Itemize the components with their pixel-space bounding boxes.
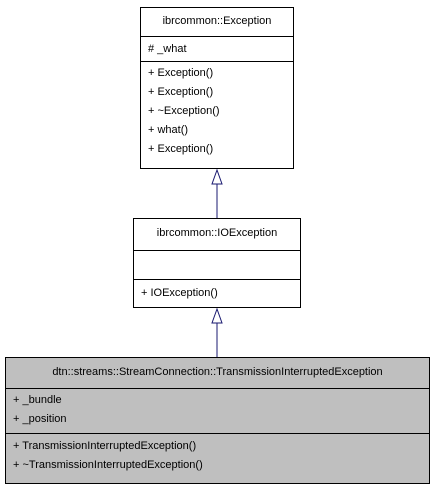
class-name: dtn::streams::StreamConnection::Transmis… bbox=[52, 366, 383, 378]
edge-ioexception-to-exception bbox=[211, 168, 223, 218]
class-name-section: dtn::streams::StreamConnection::Transmis… bbox=[6, 358, 429, 388]
operations-section: + Exception() + Exception() + ~Exception… bbox=[141, 61, 293, 168]
attributes-section: + _bundle + _position bbox=[6, 388, 429, 433]
class-box-exception[interactable]: ibrcommon::Exception # _what + Exception… bbox=[140, 7, 294, 169]
class-name-section: ibrcommon::IOException bbox=[134, 219, 300, 250]
operation: + what() bbox=[148, 124, 189, 136]
attribute: # _what bbox=[148, 43, 187, 55]
edge-transmission-to-ioexception bbox=[211, 307, 223, 357]
inheritance-arrowhead-icon bbox=[211, 307, 223, 324]
attributes-section: # _what bbox=[141, 36, 293, 61]
class-name-section: ibrcommon::Exception bbox=[141, 8, 293, 36]
operation: + Exception() bbox=[148, 86, 214, 98]
inheritance-arrowhead-icon bbox=[211, 168, 223, 185]
operation: + IOException() bbox=[141, 287, 218, 299]
operation: + ~TransmissionInterruptedException() bbox=[13, 459, 203, 471]
operation: + Exception() bbox=[148, 67, 214, 79]
class-box-ioexception[interactable]: ibrcommon::IOException + IOException() bbox=[133, 218, 301, 308]
attribute: + _position bbox=[13, 413, 67, 425]
attribute: + _bundle bbox=[13, 394, 62, 406]
operations-section: + IOException() bbox=[134, 279, 300, 307]
operation: + TransmissionInterruptedException() bbox=[13, 440, 197, 452]
operation: + Exception() bbox=[148, 143, 214, 155]
attributes-section bbox=[134, 250, 300, 279]
class-name: ibrcommon::IOException bbox=[156, 227, 278, 239]
class-box-transmission-interrupted-exception[interactable]: dtn::streams::StreamConnection::Transmis… bbox=[5, 357, 430, 484]
operations-section: + TransmissionInterruptedException() + ~… bbox=[6, 433, 429, 483]
operation: + ~Exception() bbox=[148, 105, 220, 117]
class-name: ibrcommon::Exception bbox=[162, 15, 272, 27]
